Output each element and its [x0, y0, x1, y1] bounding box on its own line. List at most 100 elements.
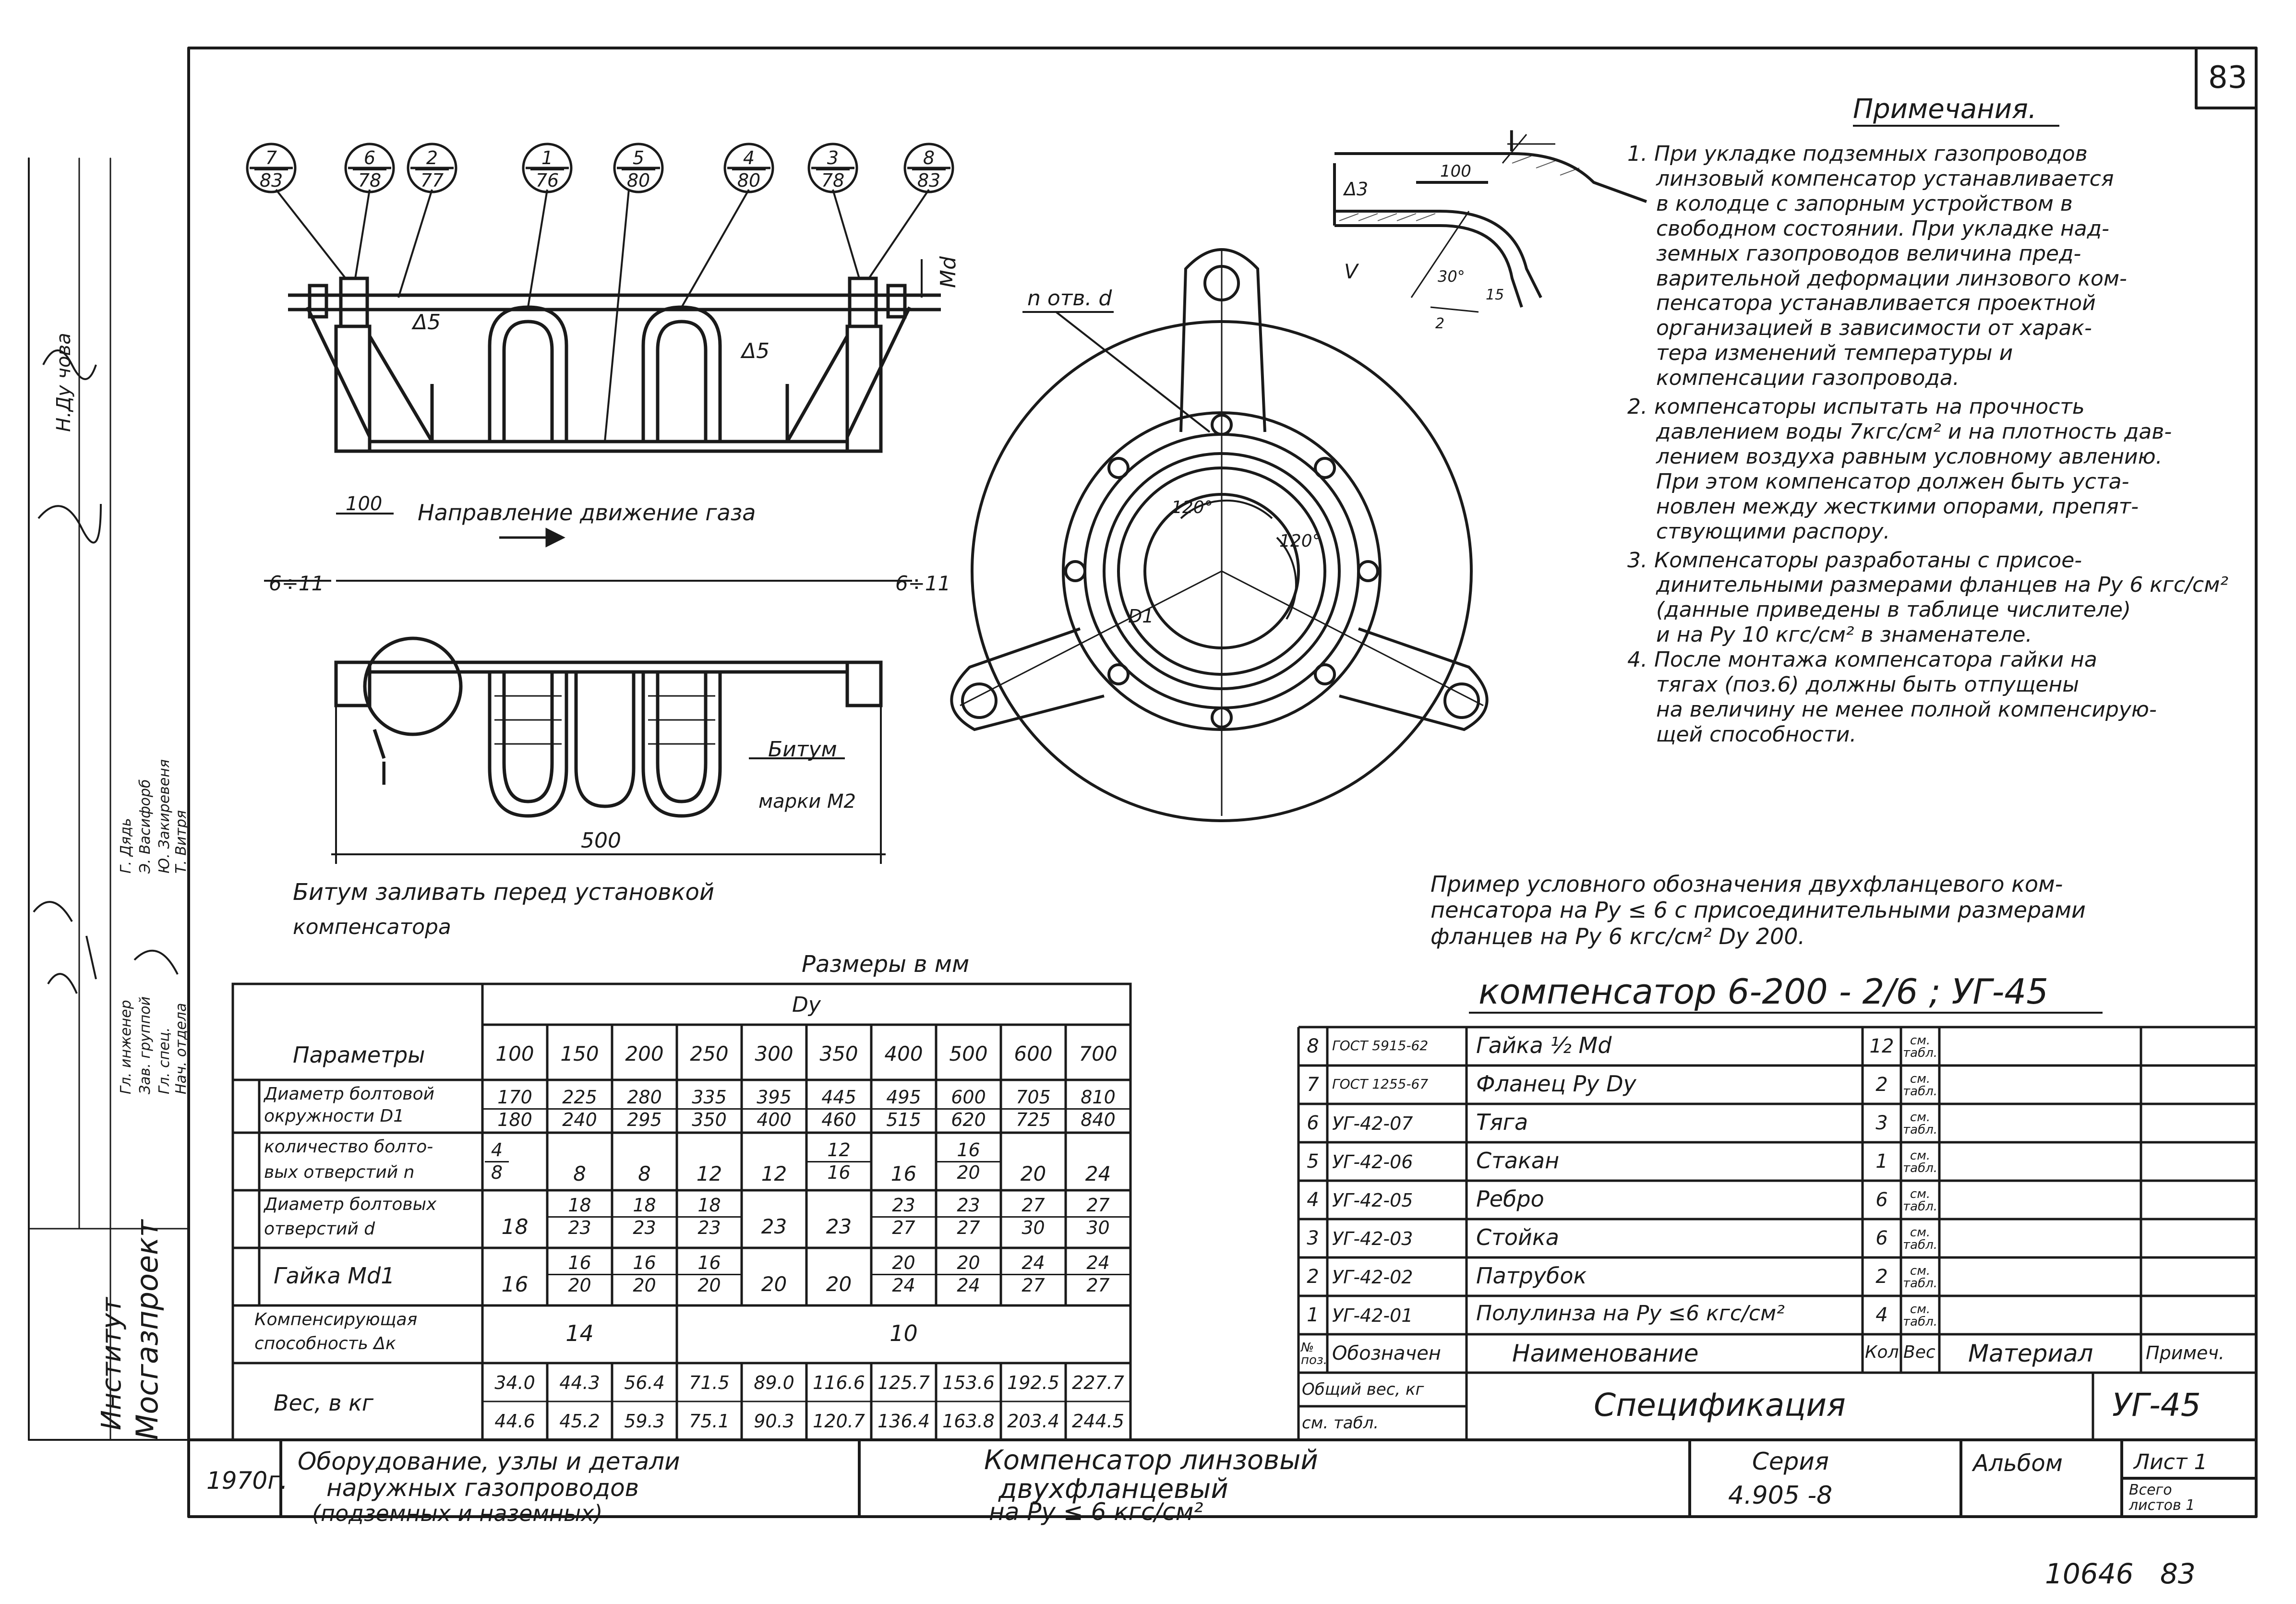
row-label: способность Δк: [254, 1334, 396, 1353]
note-line: лением воздуха равным условному авлению.: [1656, 444, 2163, 469]
spec-code: УГ-42-06: [1332, 1151, 1413, 1173]
spec-pos: 6: [1307, 1112, 1319, 1134]
gap-right: 6÷11: [895, 572, 951, 595]
comp-value: 14: [565, 1320, 594, 1346]
spec-code: УГ-45: [2112, 1387, 2201, 1424]
spec-name: Патрубок: [1476, 1263, 1587, 1289]
md-cell: 16: [501, 1272, 529, 1297]
detail-dim-100: 100: [1440, 162, 1471, 181]
weight-top: 153.6: [942, 1372, 995, 1393]
example-line: пенсатора на Pу ≤ 6 с присоединительными…: [1430, 897, 2086, 923]
note-line: тера изменений температуры и: [1656, 341, 2013, 366]
margin-stamp: Н.Ду чова: [53, 333, 75, 432]
spec-head-qty: Кол.: [1865, 1342, 1905, 1362]
note-line: на величину не менее полной компенсирую-: [1656, 697, 2157, 722]
margin-role: Гл. спец.: [156, 1027, 173, 1094]
note-line: ствующими распору.: [1656, 519, 1890, 544]
weight-top: 116.6: [813, 1372, 865, 1393]
archive-sheet: 83: [2160, 1557, 2196, 1590]
weight-bottom: 163.8: [942, 1411, 995, 1432]
spec-code: УГ-42-01: [1332, 1305, 1413, 1326]
note-line: 4. После монтажа компенсатора гайки на: [1627, 647, 2097, 672]
tb-subject-1: Оборудование, узлы и детали: [298, 1448, 680, 1475]
weight-bottom: 120.7: [813, 1411, 865, 1432]
d-cell: 23: [826, 1215, 852, 1238]
bitumen-grade: марки М2: [758, 790, 856, 813]
du-value: 400: [884, 1042, 923, 1065]
weight-bottom: 59.3: [624, 1411, 665, 1432]
weight-top: 227.7: [1072, 1372, 1124, 1393]
weld-left: Δ5: [413, 310, 441, 335]
du-value: 300: [755, 1042, 793, 1065]
n-cell: 12: [696, 1162, 722, 1185]
weight-bottom: 44.6: [494, 1411, 535, 1432]
tb-subject-3: (подземных и наземных): [312, 1500, 603, 1526]
weight-top: 71.5: [689, 1372, 730, 1393]
spec-code: ГОСТ 1255-67: [1332, 1076, 1429, 1092]
d-cell: 18: [501, 1215, 529, 1239]
archive-number: 10646: [2045, 1557, 2134, 1590]
row-label: Гайка Md1: [274, 1263, 395, 1289]
du-header: Dу: [792, 993, 821, 1017]
note-line: При этом компенсатор должен быть уста-: [1656, 469, 2129, 494]
spec-head-note: Примеч.: [2146, 1342, 2224, 1364]
spec-name: Стакан: [1476, 1148, 1560, 1173]
spec-pos: 7: [1307, 1074, 1319, 1096]
tb-total-2: листов 1: [2129, 1497, 2195, 1514]
note-line: новлен между жесткими опорами, препят-: [1656, 494, 2139, 519]
notes-title: Примечания.: [1853, 94, 2037, 125]
spec-qty: 2: [1875, 1074, 1888, 1096]
tb-series: 4.905 -8: [1728, 1481, 1833, 1510]
margin-name: Ю. Закиревеня: [156, 759, 173, 874]
margin-role: Гл. инженер: [118, 1000, 134, 1094]
spec-code: ГОСТ 5915-62: [1332, 1038, 1429, 1053]
weight-bottom: 136.4: [878, 1411, 930, 1432]
weight-bottom: 75.1: [689, 1411, 730, 1432]
md-cell: 20: [761, 1272, 787, 1296]
row-label: вых отверстий n: [264, 1162, 415, 1182]
spec-see-table: см. табл.: [1302, 1413, 1379, 1433]
note-line: давлением воды 7кгс/см² и на плотность д…: [1656, 419, 2172, 444]
note-line: варительной деформации линзового ком-: [1656, 266, 2127, 291]
spec-name: Полулинза на Pу ≤6 кгс/см²: [1476, 1301, 1785, 1326]
weight-top: 34.0: [494, 1372, 535, 1393]
spec-head-pos: № поз.: [1301, 1341, 1327, 1367]
spec-pos: 3: [1307, 1227, 1319, 1249]
du-value: 600: [1014, 1042, 1053, 1065]
comp-value: 10: [890, 1320, 918, 1346]
spec-name: Гайка ½ Md: [1476, 1032, 1612, 1058]
spec-mat: см. табл.: [1903, 1110, 1937, 1137]
detail-dim-r: 2: [1435, 315, 1445, 332]
note-line: (данные приведены в таблице числителе): [1656, 598, 2131, 622]
spec-pos: 1: [1307, 1304, 1319, 1326]
weight-top: 125.7: [878, 1372, 930, 1393]
detail-weld-2: V: [1344, 260, 1358, 283]
example-block: Пример условного обозначения двухфланцев…: [1430, 871, 2247, 949]
detail-dim-15: 15: [1486, 287, 1504, 303]
margin-role: Зав. группой: [137, 996, 154, 1094]
tb-total-1: Всего: [2129, 1482, 2172, 1498]
dim-500: 500: [581, 828, 621, 853]
du-value: 250: [690, 1042, 729, 1065]
spec-qty: 2: [1875, 1266, 1888, 1288]
spec-qty: 12: [1869, 1035, 1894, 1057]
example-line: фланцев на Pу 6 кгс/см² Dу 200.: [1430, 923, 1805, 949]
spec-mat: см. табл.: [1903, 1149, 1937, 1175]
weld-right: Δ5: [742, 339, 770, 363]
spec-code: УГ-42-07: [1332, 1113, 1413, 1134]
spec-name: Фланец Pу Dу: [1476, 1071, 1636, 1097]
weight-bottom: 90.3: [754, 1411, 794, 1432]
spec-qty: 1: [1875, 1150, 1888, 1173]
